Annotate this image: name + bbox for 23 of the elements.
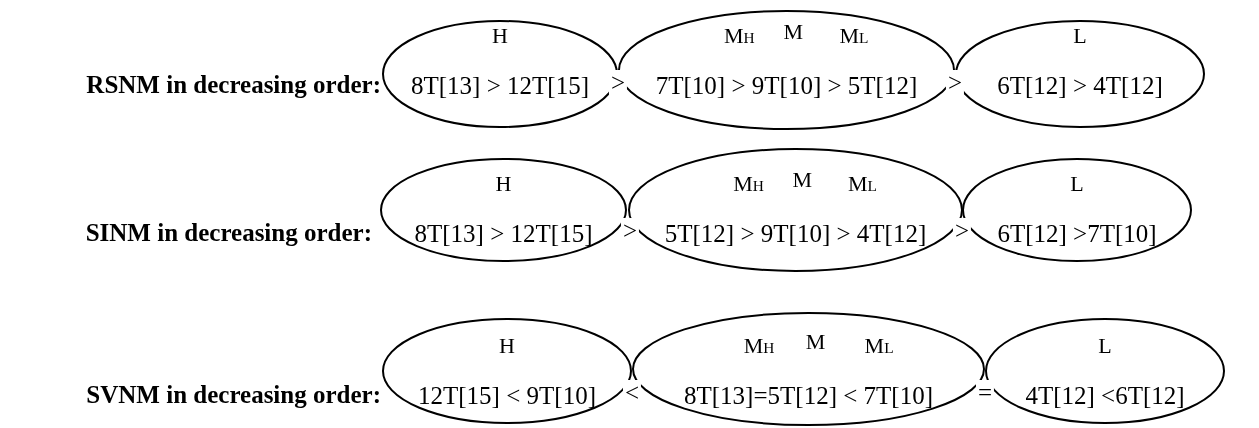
row-label: RSNM in decreasing order: [86,72,381,97]
ranking-text: 7T[10] > 9T[10] > 5T[12] [655,72,918,98]
ranking-text: 8T[13] > 12T[15] [411,72,589,98]
group-heading: H [495,173,512,195]
group-heading: L [1098,335,1112,357]
group-heading: L [1070,173,1084,195]
ranking-text: 8T[13]=5T[12] < 7T[10] [684,382,933,408]
group-heading: M [783,21,803,43]
group-heading: M [805,331,826,353]
comparison-sign: > [945,70,965,95]
ranking-text: 12T[15] < 9T[10] [418,382,596,408]
group-heading: H [492,25,508,47]
comparison-sign: > [608,70,628,95]
group-heading: M [792,169,812,191]
ranking-text: 4T[12] <6T[12] [1025,382,1185,408]
group-heading: L [1073,25,1087,47]
row-label: SVNM in decreasing order: [86,382,381,407]
ranking-text: 6T[12] > 4T[12] [997,72,1163,98]
ranking-text: 6T[12] >7T[10] [997,220,1157,246]
row-label: SINM in decreasing order: [85,220,372,245]
group-heading: H [499,335,515,357]
ranking-text: 5T[12] > 9T[10] > 4T[12] [664,220,927,246]
ranking-text: 8T[13] > 12T[15] [414,220,593,246]
